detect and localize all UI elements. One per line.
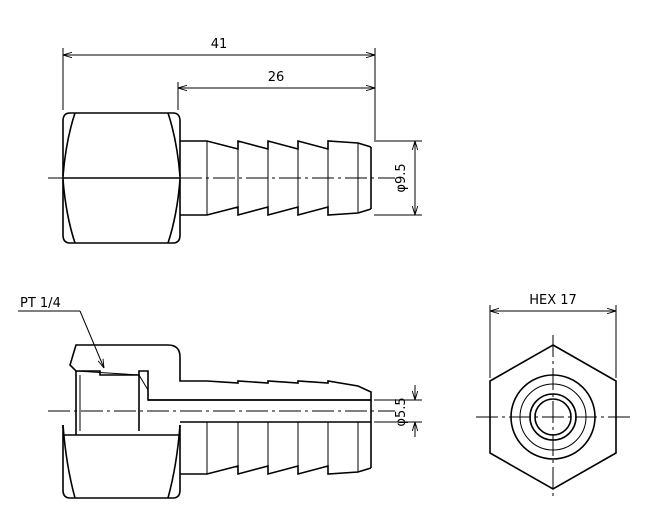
barbed-stem-lower <box>180 400 372 476</box>
top-view: 41 26 φ9.5 <box>48 37 422 244</box>
thread-callout: PT 1/4 <box>18 296 104 368</box>
dimension-overall-length: 41 <box>62 37 376 140</box>
dimension-26-label: 26 <box>268 70 285 85</box>
hex-nut-lower <box>62 424 181 499</box>
end-view: HEX 17 <box>476 293 630 500</box>
dimension-hex: HEX 17 <box>489 293 617 378</box>
section-view: PT 1/4 φ5.5 <box>18 296 422 499</box>
thread-label: PT 1/4 <box>20 296 61 311</box>
hex-label: HEX 17 <box>529 293 577 308</box>
dimension-phi5-5-label: φ5.5 <box>394 397 409 426</box>
dimension-41-label: 41 <box>211 37 228 52</box>
dimension-barb-length: 26 <box>177 70 375 110</box>
threaded-bore <box>75 370 149 435</box>
section-hatch-area <box>69 344 372 401</box>
dimension-outer-diameter: φ9.5 <box>374 140 422 216</box>
dimension-phi9-5-label: φ9.5 <box>394 163 409 192</box>
dimension-inner-diameter: φ5.5 <box>374 385 422 437</box>
